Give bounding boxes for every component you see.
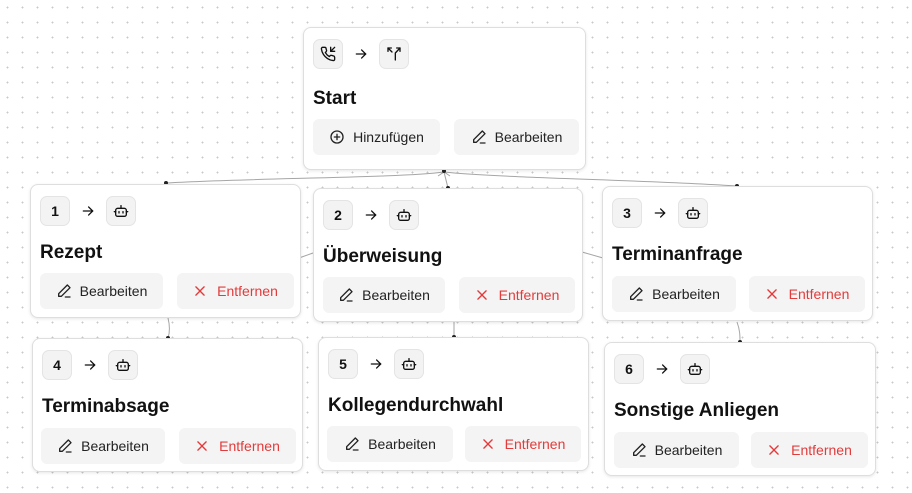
pencil-icon [56,283,72,299]
edge-side-2 [581,251,604,259]
bot-icon [394,349,424,379]
remove-label: Entfernen [791,442,852,458]
remove-label: Entfernen [504,436,566,452]
edge-start-3 [443,171,738,187]
remove-label: Entfernen [219,438,280,454]
remove-button[interactable]: Entfernen [749,276,865,312]
node-title: Terminanfrage [612,244,743,265]
edge-start-2 [443,171,449,189]
bot-icon [106,196,136,226]
pencil-icon [471,129,487,145]
edit-button[interactable]: Bearbeiten [612,276,736,312]
remove-label: Entfernen [217,283,278,299]
remove-button[interactable]: Entfernen [179,428,296,464]
edge-start-1 [165,171,445,184]
node-number: 1 [40,196,70,226]
bot-icon [680,354,710,384]
edit-label: Bearbeiten [652,286,720,302]
node-title: Rezept [40,242,103,263]
flow-node-4[interactable]: 4 Terminabsage Bearbeiten Entfernen [32,338,303,472]
add-button-label: Hinzufügen [353,129,424,145]
node-number: 3 [612,198,642,228]
flow-node-3[interactable]: 3 Terminanfrage Bearbeiten Entfernen [602,186,873,321]
pencil-icon [338,287,354,303]
arrow-right-icon [652,205,668,221]
remove-button[interactable]: Entfernen [751,432,868,468]
arrow-right-icon [80,203,96,219]
remove-button[interactable]: Entfernen [459,277,575,313]
node-number: 4 [42,350,72,380]
node-number: 5 [328,349,358,379]
start-edit-label: Bearbeiten [494,129,563,145]
remove-button[interactable]: Entfernen [465,426,581,462]
arrow-right-icon [353,46,369,62]
close-icon [195,438,211,454]
edit-label: Bearbeiten [81,438,149,454]
edge-1-4 [167,317,170,339]
remove-button[interactable]: Entfernen [177,273,294,309]
close-icon [475,287,491,303]
close-icon [193,283,209,299]
flow-node-2[interactable]: 2 Überweisung Bearbeiten Entfernen [313,188,583,322]
edit-label: Bearbeiten [79,283,148,299]
bot-icon [108,350,138,380]
start-node[interactable]: Start Hinzufügen Bearbeiten [303,27,586,170]
flow-node-5[interactable]: 5 Kollegendurchwahl Bearbeiten Entfernen [318,337,589,471]
pencil-icon [628,286,644,302]
remove-label: Entfernen [498,287,560,303]
arrow-right-icon [363,207,379,223]
pencil-icon [57,438,73,454]
edit-label: Bearbeiten [368,436,436,452]
start-edit-button[interactable]: Bearbeiten [454,119,579,155]
node-number: 6 [614,354,644,384]
edge-side-1 [298,252,314,259]
node-number: 2 [323,200,353,230]
bot-icon [389,200,419,230]
node-title: Kollegendurchwahl [328,395,504,416]
add-button[interactable]: Hinzufügen [313,119,440,155]
edit-label: Bearbeiten [654,442,723,458]
edit-label: Bearbeiten [362,287,430,303]
close-icon [767,442,783,458]
arrow-right-icon [82,357,98,373]
edit-button[interactable]: Bearbeiten [41,428,165,464]
edit-button[interactable]: Bearbeiten [327,426,453,462]
node-title: Überweisung [323,246,443,267]
edit-button[interactable]: Bearbeiten [323,277,445,313]
node-title: Terminabsage [42,396,170,417]
pencil-icon [344,436,360,452]
flow-node-1[interactable]: 1 Rezept Bearbeiten Entfernen [30,184,301,318]
node-title: Sonstige Anliegen [614,400,780,421]
edit-button[interactable]: Bearbeiten [614,432,739,468]
start-node-title: Start [313,88,357,109]
flow-node-6[interactable]: 6 Sonstige Anliegen Bearbeiten Entfernen [604,342,876,476]
edit-button[interactable]: Bearbeiten [40,273,163,309]
edge-3-6 [736,321,741,343]
plus-circle-icon [329,129,345,145]
close-icon [481,436,497,452]
arrow-right-icon [368,356,384,372]
phone-incoming-icon [313,39,343,69]
pencil-icon [631,442,647,458]
bot-icon [678,198,708,228]
arrow-right-icon [654,361,670,377]
close-icon [765,286,781,302]
remove-label: Entfernen [788,286,850,302]
split-icon [379,39,409,69]
